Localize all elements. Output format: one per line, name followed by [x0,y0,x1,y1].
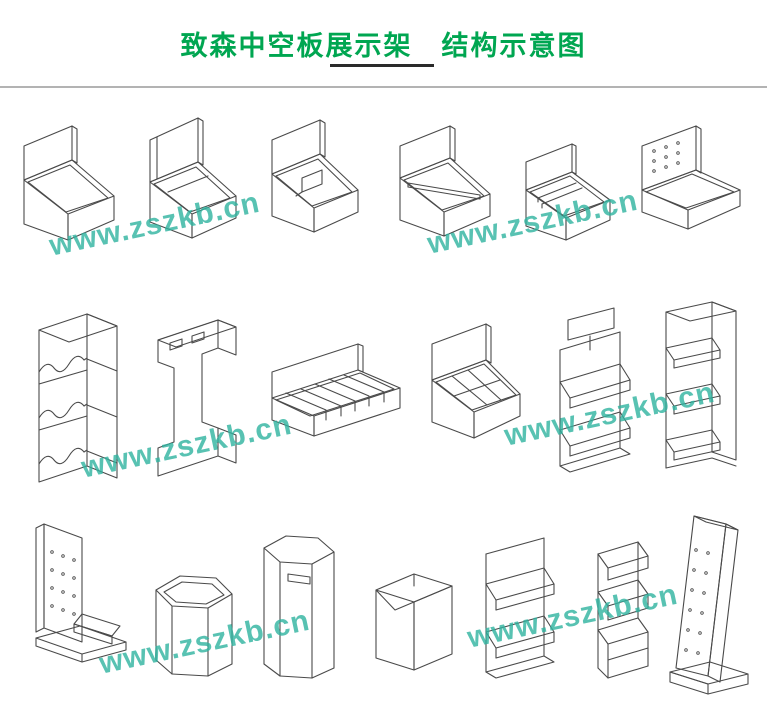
long-divided-tray [271,343,401,437]
counter-bin-center-divider [271,119,359,233]
v-notch-dump-bin [375,573,453,671]
hexagonal-dump-bin [155,575,233,677]
pegboard-l-stand [35,523,127,663]
page-title: 致森中空板展示架 结构示意图 [180,31,587,61]
counter-bin-diagonal-divider [399,125,491,237]
slanted-pegboard-tower [669,515,749,695]
scalloped-tier-tower [38,313,118,483]
three-shelf-tower [665,301,737,469]
counter-bin-basic [23,125,115,241]
i-shaped-stand [157,319,237,477]
three-tier-tray-stack [597,541,649,679]
title-underline [330,64,434,67]
counter-bin-stepped [525,143,611,241]
counter-bin-pegged-header [641,125,741,230]
two-tier-tray-stand [485,537,555,679]
hexagonal-column-bin [263,535,335,679]
header-divider [0,86,767,88]
counter-bin-tall-header [149,117,237,239]
compartment-counter-display [431,323,521,439]
two-tier-stand-with-topper [559,307,631,473]
